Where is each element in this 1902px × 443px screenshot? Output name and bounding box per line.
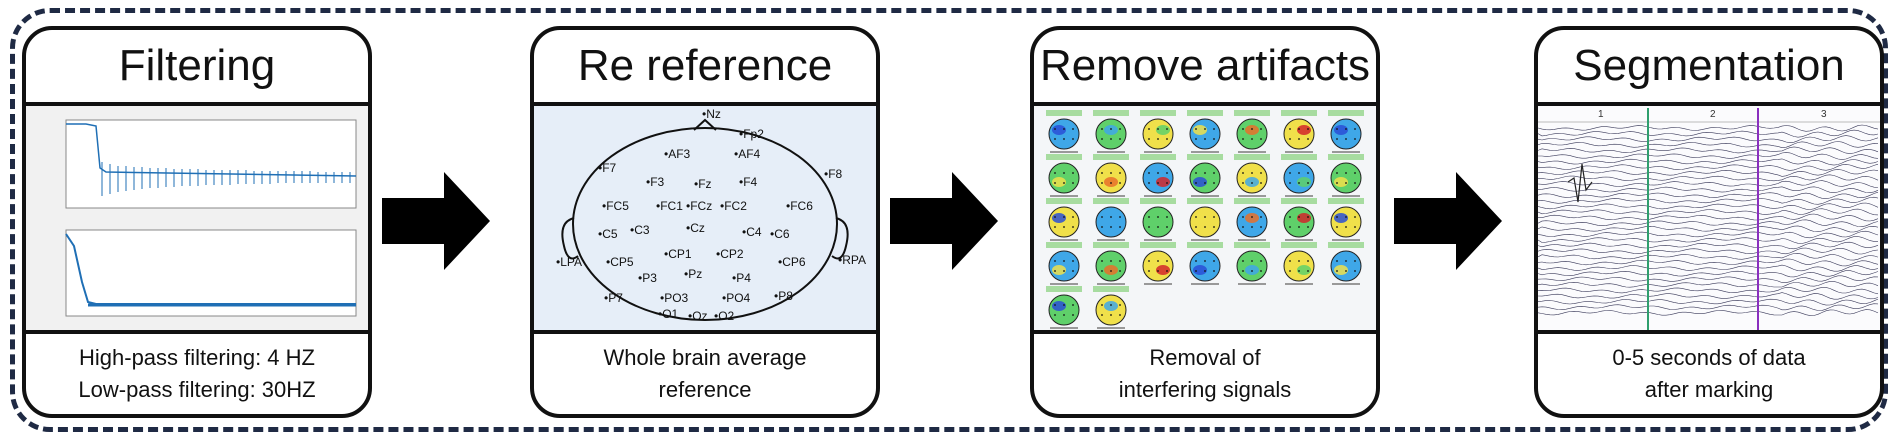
desc-line: after marking — [1644, 377, 1774, 402]
electrode-label: •F7 — [598, 161, 617, 175]
step-description: Whole brain average reference — [534, 334, 876, 414]
step-description: High-pass filtering: 4 HZ Low-pass filte… — [26, 334, 368, 414]
electrode-label: •Pz — [684, 267, 702, 281]
topomap-icon — [1189, 206, 1221, 238]
topomap-icon — [1189, 162, 1221, 194]
electrode-label: •FC1 — [656, 199, 683, 213]
topomap-icon — [1142, 250, 1174, 282]
electrode-label: •Fp2 — [739, 127, 764, 141]
segment-label: 3 — [1821, 109, 1827, 120]
desc-line: 0-5 seconds of data — [1612, 345, 1806, 371]
electrode-label: •CP1 — [664, 247, 692, 261]
topomap-icon — [1236, 118, 1268, 150]
electrode-label: •Oz — [688, 309, 708, 323]
ica-topomap-grid — [1034, 102, 1376, 334]
desc-line: Low-pass filtering: 30HZ — [78, 377, 316, 402]
electrode-label: •O2 — [714, 309, 735, 323]
topomap-icon — [1095, 206, 1127, 238]
electrode-label: •Cz — [686, 221, 705, 235]
step-filtering: Filtering — [22, 26, 372, 418]
electrode-map: •Nz•Fp2•AF3•AF4•F7•F8•F3•Fz•F4•FC5•FC1•F… — [534, 102, 876, 334]
topomap-icon — [1236, 162, 1268, 194]
electrode-label: •F4 — [739, 175, 758, 189]
eeg-trace-view: 1 2 3 — [1538, 102, 1880, 334]
topomap-icon — [1142, 162, 1174, 194]
electrode-label: •C6 — [770, 227, 790, 241]
step-re-reference: Re reference •Nz •Fp2 •AF3 •AF4 •F7 •F8 •F3 •Fz… — [530, 26, 880, 418]
electrode-label: •C5 — [598, 227, 618, 241]
topomap-icon — [1048, 162, 1080, 194]
desc-line: High-pass filtering: 4 HZ — [79, 345, 315, 371]
filter-response-plot — [26, 102, 368, 334]
topomap-icon — [1236, 250, 1268, 282]
topomap-icon — [1095, 250, 1127, 282]
topomap-icon — [1095, 162, 1127, 194]
topomap-icon — [1283, 118, 1315, 150]
electrode-label: •AF3 — [664, 147, 691, 161]
electrode-label: •F8 — [824, 167, 843, 181]
topomap-icon — [1283, 162, 1315, 194]
topomap-icon — [1048, 118, 1080, 150]
step-title: Re reference — [577, 41, 833, 90]
step-title: Remove artifacts — [1039, 41, 1371, 90]
topomap-icon — [1048, 250, 1080, 282]
desc-line: Removal of — [1149, 345, 1261, 371]
desc-line: Whole brain average — [603, 345, 807, 371]
electrode-label: •P7 — [604, 291, 623, 305]
step-description: 0-5 seconds of data after marking — [1538, 334, 1880, 414]
electrode-label: •FC5 — [602, 199, 629, 213]
electrode-label: •Fz — [694, 177, 712, 191]
topomap-icon — [1236, 206, 1268, 238]
topomap-icon — [1283, 206, 1315, 238]
topomap-icon — [1048, 294, 1080, 326]
electrode-label: •C4 — [742, 225, 762, 239]
topomap-icon — [1142, 118, 1174, 150]
desc-line: reference — [658, 377, 752, 402]
electrode-label: •Nz — [702, 107, 721, 121]
topomap-icon — [1095, 118, 1127, 150]
electrode-label: •CP6 — [778, 255, 806, 269]
electrode-label: •AF4 — [734, 147, 761, 161]
electrode-label: •O1 — [658, 307, 679, 321]
segment-label: 2 — [1710, 109, 1716, 120]
electrode-label: •RPA — [838, 253, 866, 267]
arrow-right-icon — [890, 172, 998, 270]
topomap-icon — [1330, 250, 1362, 282]
topomap-icon — [1189, 118, 1221, 150]
electrode-label: •C3 — [630, 223, 650, 237]
step-remove-artifacts: Remove artifacts Removal of interfering … — [1030, 26, 1380, 418]
segment-label: 1 — [1598, 109, 1604, 120]
arrow-right-icon — [1394, 172, 1502, 270]
arrow-right-icon — [382, 172, 490, 270]
electrode-label: •FC6 — [786, 199, 813, 213]
topomap-icon — [1330, 206, 1362, 238]
step-title: Filtering — [118, 41, 276, 90]
electrode-label: •LPA — [556, 255, 582, 269]
topomap-icon — [1330, 162, 1362, 194]
electrode-label: •PO3 — [660, 291, 689, 305]
topomap-icon — [1330, 118, 1362, 150]
desc-line: interfering signals — [1118, 377, 1292, 402]
pipeline-frame — [10, 8, 1888, 432]
topomap-icon — [1048, 206, 1080, 238]
electrode-label: •FCz — [686, 199, 712, 213]
topomap-icon — [1095, 294, 1127, 326]
topomap-icon — [1283, 250, 1315, 282]
electrode-label: •FC2 — [720, 199, 747, 213]
step-title: Segmentation — [1573, 41, 1845, 90]
electrode-label: •P3 — [638, 271, 657, 285]
topomap-icon — [1189, 250, 1221, 282]
electrode-label: •P4 — [732, 271, 751, 285]
electrode-label: •PO4 — [722, 291, 751, 305]
electrode-label: •P8 — [774, 289, 793, 303]
topomap-icon — [1142, 206, 1174, 238]
electrode-label: •CP5 — [606, 255, 634, 269]
electrode-label: •F3 — [646, 175, 665, 189]
step-segmentation: Segmentation 1 2 3 0-5 seconds of data a… — [1534, 26, 1884, 418]
electrode-label: •CP2 — [716, 247, 744, 261]
step-description: Removal of interfering signals — [1034, 334, 1376, 414]
